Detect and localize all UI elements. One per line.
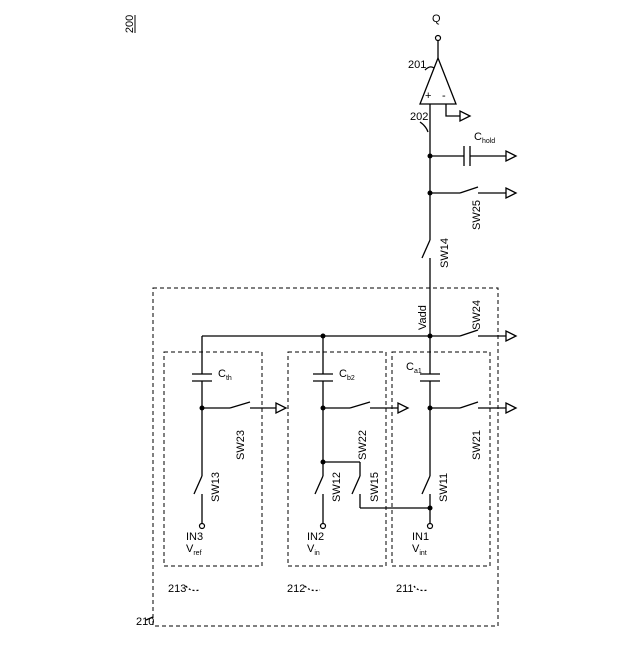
node-202-label: 202 <box>410 111 428 123</box>
sw22-label: SW22 <box>357 430 369 460</box>
minus-feedback-wire <box>446 104 460 116</box>
column-211: Ca1 SW21 SW11 IN1 Vint <box>406 336 516 557</box>
c-b2-label: Cb2 <box>339 368 355 382</box>
ground-arrow <box>460 111 470 121</box>
c-hold-capacitor: Chold <box>428 131 517 166</box>
sw11-label: SW11 <box>438 473 450 502</box>
in3-name: IN3 <box>186 531 203 543</box>
in1-signal: Vint <box>412 543 427 557</box>
buffer-amplifier: Q 201 + - <box>408 13 470 121</box>
c-th-label: Cth <box>218 368 232 382</box>
sw15-label: SW15 <box>369 472 381 502</box>
block-212-frame <box>288 352 386 566</box>
amp-plus: + <box>425 90 431 102</box>
vadd-label: Vadd <box>417 305 429 330</box>
amp-minus: - <box>442 90 446 102</box>
in1-name: IN1 <box>412 531 429 543</box>
sw24-label: SW24 <box>471 300 483 330</box>
svg-text:200: 200 <box>124 15 136 33</box>
block-213-frame <box>164 352 262 566</box>
c-a1-label: Ca1 <box>406 361 422 375</box>
c-hold-label: Chold <box>474 131 495 145</box>
sw25-label: SW25 <box>471 200 483 230</box>
sw13-label: SW13 <box>210 472 222 502</box>
block-212-label: 212 <box>287 583 305 595</box>
sw23-label: SW23 <box>235 430 247 460</box>
column-212: Cb2 SW22 SW12 IN2 Vin <box>307 336 408 557</box>
sw21-label: SW21 <box>471 430 483 460</box>
output-terminal <box>436 36 441 41</box>
block-210-frame <box>153 288 498 626</box>
amp-ref-label: 201 <box>408 59 426 71</box>
sw14-label: SW14 <box>439 238 451 268</box>
column-213: Cth SW23 SW13 IN3 Vref <box>186 336 286 557</box>
output-label: Q <box>432 13 441 25</box>
block-211-label: 211 <box>396 583 414 595</box>
sw12-label: SW12 <box>331 472 343 502</box>
switch-sw24: SW24 <box>430 300 516 341</box>
in3-signal: Vref <box>186 543 202 557</box>
node-202-leader <box>420 122 428 132</box>
block-213-label: 213 <box>168 583 186 595</box>
in2-signal: Vin <box>307 543 320 557</box>
in2-name: IN2 <box>307 531 324 543</box>
figure-number: 200 <box>124 15 136 33</box>
switch-sw25: SW25 <box>428 187 517 230</box>
